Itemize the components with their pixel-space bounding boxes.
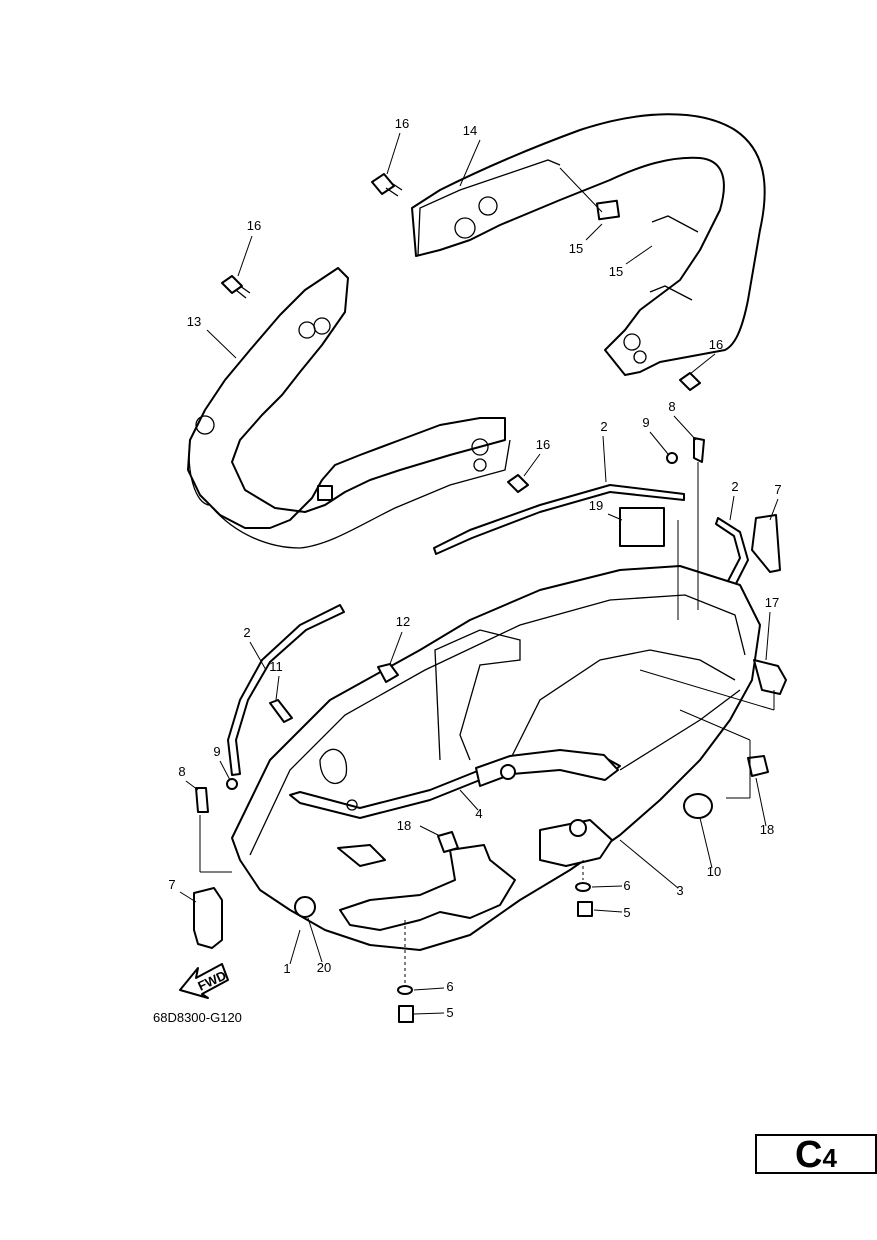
page-code-number: 4: [822, 1143, 837, 1173]
callout-3: 3: [676, 883, 683, 898]
page-code-letter: C: [795, 1134, 823, 1176]
callout-9a: 9: [642, 415, 649, 430]
callout-5b: 5: [446, 1005, 453, 1020]
callout-1: 1: [283, 961, 290, 976]
callout-10: 10: [707, 864, 721, 879]
callout-labels: 16 14 16 15 15 13 16 8 9 2 16 2 7 19 17 …: [168, 116, 781, 1020]
apron-14: [411, 113, 766, 376]
callout-18b: 18: [760, 822, 774, 837]
callout-14: 14: [463, 123, 477, 138]
callout-4: 4: [475, 806, 482, 821]
callout-13: 13: [187, 314, 201, 329]
callout-19: 19: [589, 498, 603, 513]
callout-11: 11: [269, 659, 283, 674]
fwd-label: FWD: [195, 968, 228, 994]
drawing-code: 68D8300-G120: [153, 1010, 242, 1025]
callout-7b: 7: [168, 877, 175, 892]
callout-15a: 15: [569, 241, 583, 256]
callout-12: 12: [396, 614, 410, 629]
callout-6b: 6: [446, 979, 453, 994]
callout-15b: 15: [609, 264, 623, 279]
callout-2b: 2: [731, 479, 738, 494]
bolt-16-group: [221, 173, 701, 493]
leader-lines: [179, 132, 779, 1015]
callout-5a: 5: [623, 905, 630, 920]
callout-8b: 8: [178, 764, 185, 779]
callout-20: 20: [317, 960, 331, 975]
callout-9b: 9: [213, 744, 220, 759]
callout-18a: 18: [397, 818, 411, 833]
bracket-4-3: [337, 749, 619, 867]
page-code-box: C4: [755, 1134, 877, 1174]
callout-2c: 2: [243, 625, 250, 640]
callout-17: 17: [765, 595, 779, 610]
callout-6a: 6: [623, 878, 630, 893]
callout-16b: 16: [247, 218, 261, 233]
apron-13: [187, 267, 511, 549]
callout-8a: 8: [668, 399, 675, 414]
callout-7a: 7: [774, 482, 781, 497]
small-parts: [193, 437, 787, 1023]
fwd-arrow-icon: FWD: [179, 963, 229, 999]
callout-16c: 16: [709, 337, 723, 352]
callout-2a: 2: [600, 419, 607, 434]
callout-16d: 16: [536, 437, 550, 452]
callout-16a: 16: [395, 116, 409, 131]
